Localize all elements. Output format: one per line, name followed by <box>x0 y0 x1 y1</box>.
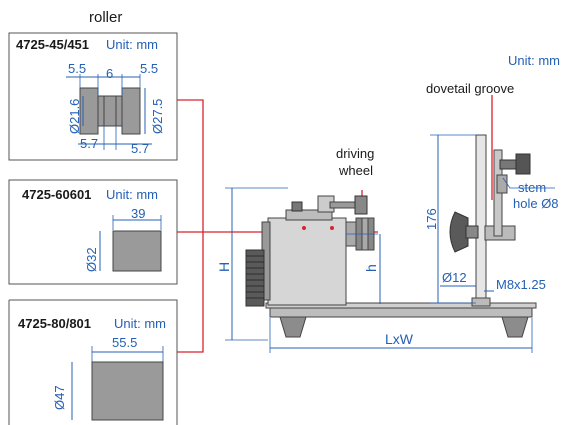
hole-label: hole Ø8 <box>513 196 559 211</box>
box1-dia-27-5: Ø27.5 <box>150 99 165 134</box>
box1-dim-5-7-left: 5.7 <box>80 136 98 151</box>
dim-thread: M8x1.25 <box>496 277 546 292</box>
dim-176: 176 <box>424 208 439 230</box>
dim-LxW: LxW <box>385 331 414 347</box>
box1-dim-6: 6 <box>106 66 113 81</box>
main-dimensions: H h 176 Ø12 M8x1.25 LxW <box>216 134 555 353</box>
roller-80-drawing <box>91 361 164 421</box>
roller-unit-body <box>245 195 378 307</box>
roller-box-3: 4725-80/801 Unit: mm 55.5 Ø47 <box>8 299 178 425</box>
driving-label-1: driving <box>336 146 374 161</box>
dim-dia-12: Ø12 <box>442 270 467 285</box>
main-unit: Unit: mm <box>508 53 560 68</box>
box2-model: 4725-60601 <box>22 187 91 202</box>
driving-label-2: wheel <box>338 163 373 178</box>
roller-45-drawing <box>79 87 141 135</box>
box1-dia-21-6: Ø21.6 <box>67 99 82 134</box>
box2-width: 39 <box>131 206 145 221</box>
box3-width: 55.5 <box>112 335 137 350</box>
box1-dim-5-5-left: 5.5 <box>68 61 86 76</box>
roller-title: roller <box>89 9 122 26</box>
box2-unit: Unit: mm <box>106 187 158 202</box>
box1-dim-5-7-right: 5.7 <box>131 141 149 156</box>
box2-dia: Ø32 <box>84 247 99 272</box>
roller-box-1: 4725-45/451 Unit: mm 5.5 6 5.5 Ø21.6 Ø27… <box>8 32 178 161</box>
dim-H: H <box>216 262 232 272</box>
roller-60601-drawing <box>112 230 162 272</box>
box1-unit: Unit: mm <box>106 37 158 52</box>
dovetail-label: dovetail groove <box>426 81 514 96</box>
box1-dim-5-5-right: 5.5 <box>140 61 158 76</box>
box1-model: 4725-45/451 <box>16 37 89 52</box>
stand-base <box>265 302 537 338</box>
box3-dia: Ø47 <box>52 385 67 410</box>
box3-unit: Unit: mm <box>114 316 166 331</box>
vertical-column <box>449 134 531 307</box>
dim-h: h <box>363 264 379 272</box>
roller-box-2: 4725-60601 Unit: mm 39 Ø32 <box>8 179 178 285</box>
stem-label: stem <box>518 180 546 195</box>
box3-model: 4725-80/801 <box>18 316 91 331</box>
